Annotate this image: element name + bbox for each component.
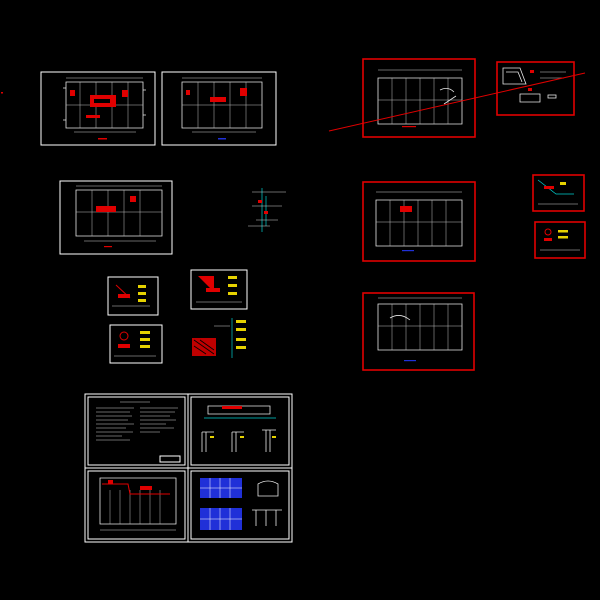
plan-sheet-2[interactable] bbox=[161, 71, 277, 146]
detail-sheet-right-2[interactable] bbox=[532, 174, 585, 212]
plan-sheet-1-floorplan bbox=[63, 77, 146, 140]
detail-sheet-right-1[interactable] bbox=[496, 61, 575, 116]
plan-sheet-2-floorplan bbox=[181, 77, 263, 140]
detail-sheet-small-2[interactable] bbox=[190, 269, 248, 310]
selection-crossing-line bbox=[328, 72, 586, 132]
detail-sheet-small-1-content bbox=[112, 284, 150, 307]
plan-sheet-3[interactable] bbox=[59, 180, 173, 255]
detail-sheet-small-3-content bbox=[114, 331, 156, 357]
stray-point-marker bbox=[1, 92, 3, 94]
detail-sheet-right-3[interactable] bbox=[534, 221, 586, 259]
detail-sheet-small-4-content bbox=[192, 318, 246, 358]
detail-sheet-small-2-content bbox=[196, 276, 242, 303]
plan-sheet-1[interactable] bbox=[40, 71, 156, 146]
plan-sheet-3-floorplan bbox=[75, 185, 163, 248]
plan-sheet-right-3-floorplan bbox=[377, 297, 463, 362]
detail-sheet-right-1-content bbox=[502, 67, 566, 103]
sections-sheet bbox=[190, 396, 290, 466]
riser-detail[interactable] bbox=[248, 188, 286, 232]
detail-sheet-small-1[interactable] bbox=[107, 276, 159, 316]
layout-plan-sheet bbox=[87, 470, 186, 540]
plan-sheet-right-1[interactable] bbox=[362, 58, 476, 138]
detail-sheet-right-2-content bbox=[537, 179, 578, 205]
plan-sheet-right-2[interactable] bbox=[362, 181, 476, 262]
detail-sheet-small-3[interactable] bbox=[109, 324, 163, 364]
sheet-set-bottom[interactable] bbox=[84, 393, 293, 543]
plan-sheet-right-1-floorplan bbox=[377, 69, 463, 128]
plan-sheet-right-2-floorplan bbox=[375, 191, 463, 252]
notes-sheet bbox=[87, 396, 186, 466]
detail-sheet-small-4[interactable] bbox=[192, 318, 246, 358]
detail-sheet-right-3-content bbox=[540, 228, 580, 251]
plan-sheet-right-3[interactable] bbox=[362, 292, 475, 371]
blue-detail-sheet bbox=[190, 470, 290, 540]
